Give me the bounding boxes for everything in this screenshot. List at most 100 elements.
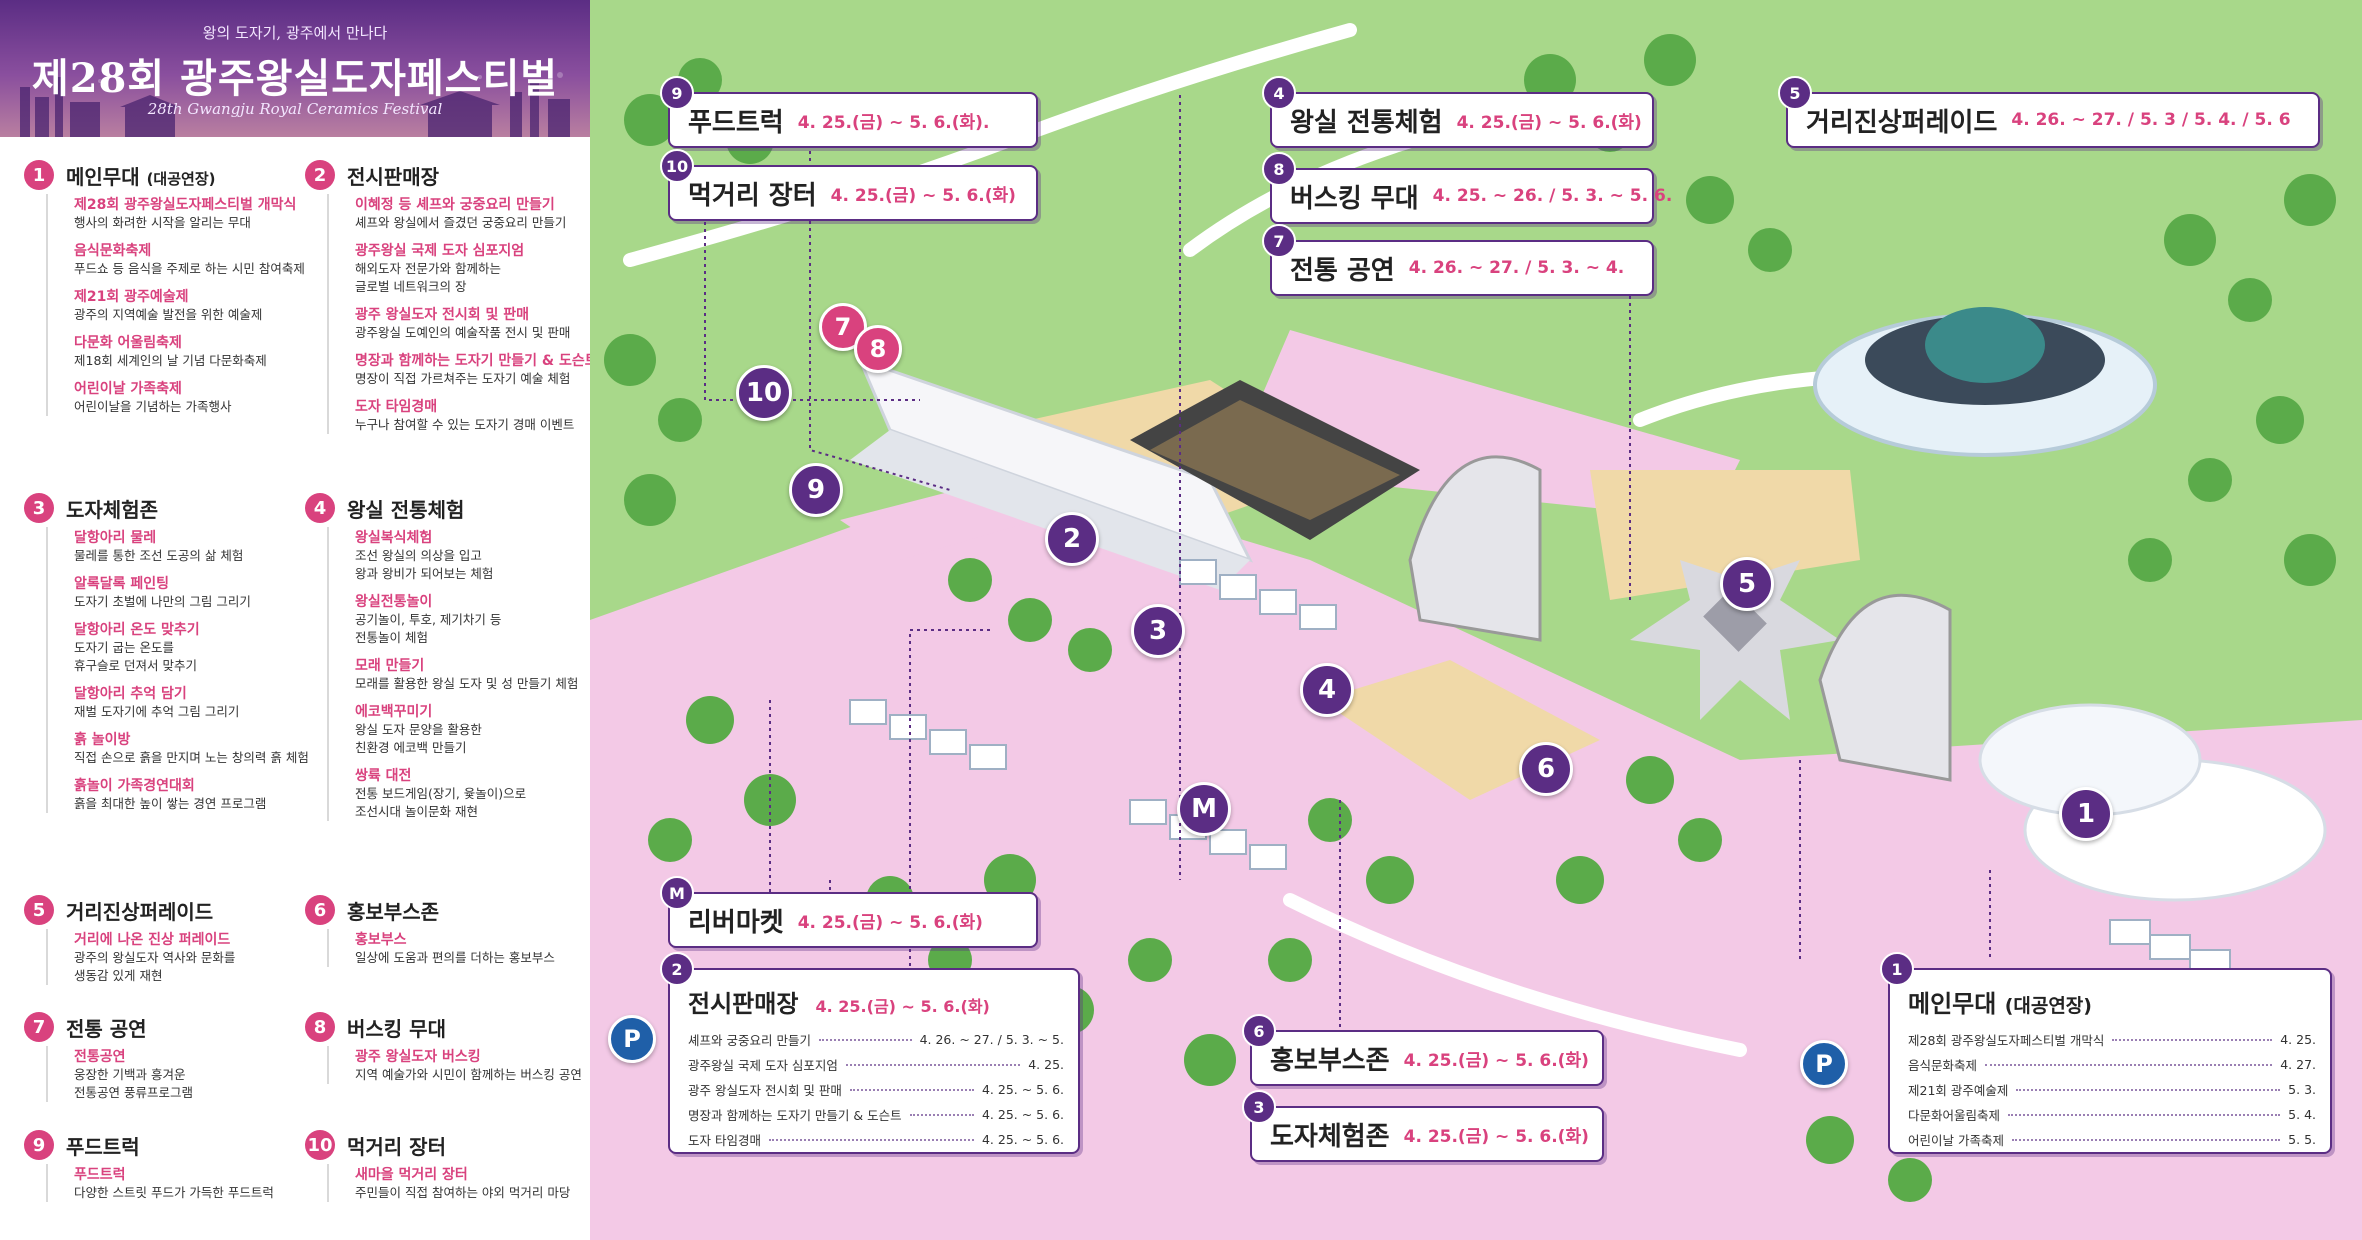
label-food-market[interactable]: 10 먹거리 장터 4. 25.(금) ~ 5. 6.(화) [660,149,1038,221]
program-item-desc: 행사의 화려한 시작을 알리는 무대 [74,215,251,230]
section-title: 버스킹 무대 [347,1016,446,1041]
program-item-desc: 흙을 최대한 높이 쌓는 경연 프로그램 [74,796,267,811]
section-number: 6 [305,895,335,925]
program-item-title: 푸드트럭 [74,1167,126,1183]
schedule-name: 어린이날 가족축제 [1908,1133,2004,1148]
program-item-desc: 어린이날을 기념하는 가족행사 [74,399,232,414]
detail-name: 전시판매장 [688,990,799,1018]
label-number: 5 [1778,76,1812,110]
section-number: 4 [305,493,335,523]
map-pin-9[interactable]: 9 [789,463,843,517]
label-traditional-performance[interactable]: 7 전통 공연 4. 26. ~ 27. / 5. 3. ~ 4. [1262,224,1654,296]
program-item-title: 달항아리 온도 맞추기 [74,622,200,638]
section-title: 푸드트럭 [66,1134,140,1159]
section-number: 8 [305,1012,335,1042]
detail-sales-hall[interactable]: 2 전시판매장 4. 25.(금) ~ 5. 6.(화) 셰프와 궁중요리 만들… [660,952,1080,1154]
label-name: 먹거리 장터 [688,180,817,211]
program-item-title: 모래 만들기 [355,658,425,674]
schedule-name: 다문화어울림축제 [1908,1108,2001,1123]
schedule-date: 4. 25. ~ 5. 6. [981,1107,1064,1122]
label-promotion-booth[interactable]: 6 홍보부스존 4. 25.(금) ~ 5. 6.(화) [1242,1014,1604,1086]
program-item-title: 거리에 나온 진상 퍼레이드 [74,932,231,948]
section-number: 5 [24,895,54,925]
label-busking-stage[interactable]: 8 버스킹 무대 4. 25. ~ 26. / 5. 3. ~ 5. 6. [1262,152,1672,224]
palace-skyline-illustration [20,72,570,137]
label-number: 8 [1262,152,1296,186]
parking-pin-right[interactable]: P [1800,1040,1848,1088]
program-item-desc: 셰프와 왕실에서 즐겼던 궁중요리 만들기 [355,215,567,230]
program-item-title: 달항아리 추억 담기 [74,686,187,702]
program-item-title: 광주 왕실도자 버스킹 [355,1049,481,1065]
program-item-desc: 다양한 스트릿 푸드가 가득한 푸드트럭 [74,1185,274,1200]
label-royal-experience[interactable]: 4 왕실 전통체험 4. 25.(금) ~ 5. 6.(화) [1262,76,1654,148]
program-item-desc: 푸드쇼 등 음식을 주제로 하는 시민 참여축제 [74,261,305,276]
label-parade[interactable]: 5 거리진상퍼레이드 4. 26. ~ 27. / 5. 3 / 5. 4. /… [1778,76,2320,148]
label-date: 4. 25. ~ 26. / 5. 3. ~ 5. 6. [1432,186,1673,206]
schedule-name: 광주 왕실도자 전시회 및 판매 [688,1083,842,1098]
schedule-date: 4. 26. ~ 27. / 5. 3. ~ 5. [919,1032,1064,1047]
schedule-name: 음식문화축제 [1908,1058,1978,1073]
label-date: 4. 25.(금) ~ 5. 6.(화) [1403,1050,1589,1071]
leader-dots [909,1113,974,1116]
schedule-name: 제28회 광주왕실도자페스티벌 개막식 [1908,1033,2105,1048]
program-item-desc: 도자기 초벌에 나만의 그림 그리기 [74,594,251,609]
section-number: 3 [24,493,54,523]
program-item-title: 이혜정 등 셰프와 궁중요리 만들기 [355,197,555,213]
program-item-desc: 물레를 통한 조선 도공의 삶 체험 [74,548,244,563]
map-pin-5[interactable]: 5 [1720,557,1774,611]
program-item-title: 에코백꾸미기 [355,704,433,720]
label-river-market[interactable]: M 리버마켓 4. 25.(금) ~ 5. 6.(화) [660,876,1038,948]
map-pin-2[interactable]: 2 [1045,512,1099,566]
label-name: 도자체험존 [1270,1121,1390,1152]
section-title: 거리진상퍼레이드 [66,899,214,924]
leader-dots [2016,1088,2281,1091]
schedule-date: 5. 5. [2288,1132,2316,1147]
map-pin-m[interactable]: M [1177,782,1231,836]
map-pin-8[interactable]: 8 [854,325,902,373]
schedule-row: 어린이날 가족축제 5. 5. [1890,1127,2330,1152]
label-number: M [660,876,694,910]
label-number: 9 [660,76,694,110]
detail-number: 2 [660,952,694,986]
section-title: 전통 공연 [66,1016,147,1041]
program-item-title: 홍보부스 [355,932,407,948]
festival-banner: 왕의 도자기, 광주에서 만나다 제28회 광주왕실도자페스티벌 28th Gw… [0,0,590,137]
map-pin-3[interactable]: 3 [1131,604,1185,658]
program-item-title: 알록달록 페인팅 [74,576,170,592]
program-item-title: 제21회 광주예술제 [74,289,189,305]
section-title: 메인무대 (대공연장) [66,164,216,189]
schedule-name: 광주왕실 국제 도자 심포지엄 [688,1058,838,1073]
label-name: 푸드트럭 [688,107,784,138]
program-item-desc: 직접 손으로 흙을 만지며 노는 창의력 흙 체험 [74,750,309,765]
label-food-truck[interactable]: 9 푸드트럭 4. 25.(금) ~ 5. 6.(화). [660,76,1038,148]
festival-subtitle-en: 28th Gwangju Royal Ceramics Festival [147,100,443,118]
festival-map: 7 8 10 9 2 3 4 M 6 5 1 P P 9 푸드트럭 4. 25.… [590,0,2362,1240]
label-date: 4. 26. ~ 27. / 5. 3 / 5. 4. / 5. 6 [2011,110,2291,130]
parking-pin-left[interactable]: P [608,1015,656,1063]
map-pin-4[interactable]: 4 [1300,663,1354,717]
program-item-desc: 광주왕실 도예인의 예술작품 전시 및 판매 [355,325,571,340]
detail-date: 4. 25.(금) ~ 5. 6.(화) [815,997,990,1016]
schedule-name: 도자 타임경매 [688,1133,761,1148]
map-pin-10[interactable]: 10 [736,365,792,421]
label-ceramics-experience[interactable]: 3 도자체험존 4. 25.(금) ~ 5. 6.(화) [1242,1090,1604,1162]
map-pin-1[interactable]: 1 [2059,787,2113,841]
leader-dots [1985,1063,2273,1066]
map-pin-6[interactable]: 6 [1519,742,1573,796]
label-number: 10 [660,149,694,183]
